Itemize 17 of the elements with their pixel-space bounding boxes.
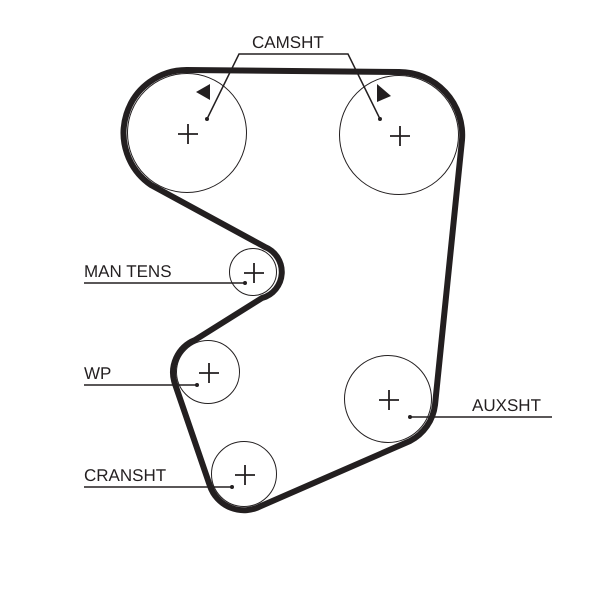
part-label: WP xyxy=(84,363,124,385)
pulley-circle xyxy=(211,441,277,507)
pulley-circle xyxy=(176,340,240,404)
leader-line xyxy=(408,415,552,419)
pulley-circle xyxy=(229,248,277,296)
leader-line xyxy=(84,281,247,285)
leader-line xyxy=(84,485,234,489)
part-label: CAMSHT xyxy=(252,32,338,54)
part-label: MAN TENS xyxy=(84,261,194,283)
pulley-circle xyxy=(127,73,247,193)
leader-line xyxy=(84,383,199,387)
leader-line xyxy=(205,53,292,121)
part-label: CRANSHT xyxy=(84,465,184,487)
leader-line xyxy=(292,53,382,121)
pulley-circle xyxy=(344,355,432,443)
part-label: AUXSHT xyxy=(472,395,552,417)
pulley-circle xyxy=(339,75,459,195)
